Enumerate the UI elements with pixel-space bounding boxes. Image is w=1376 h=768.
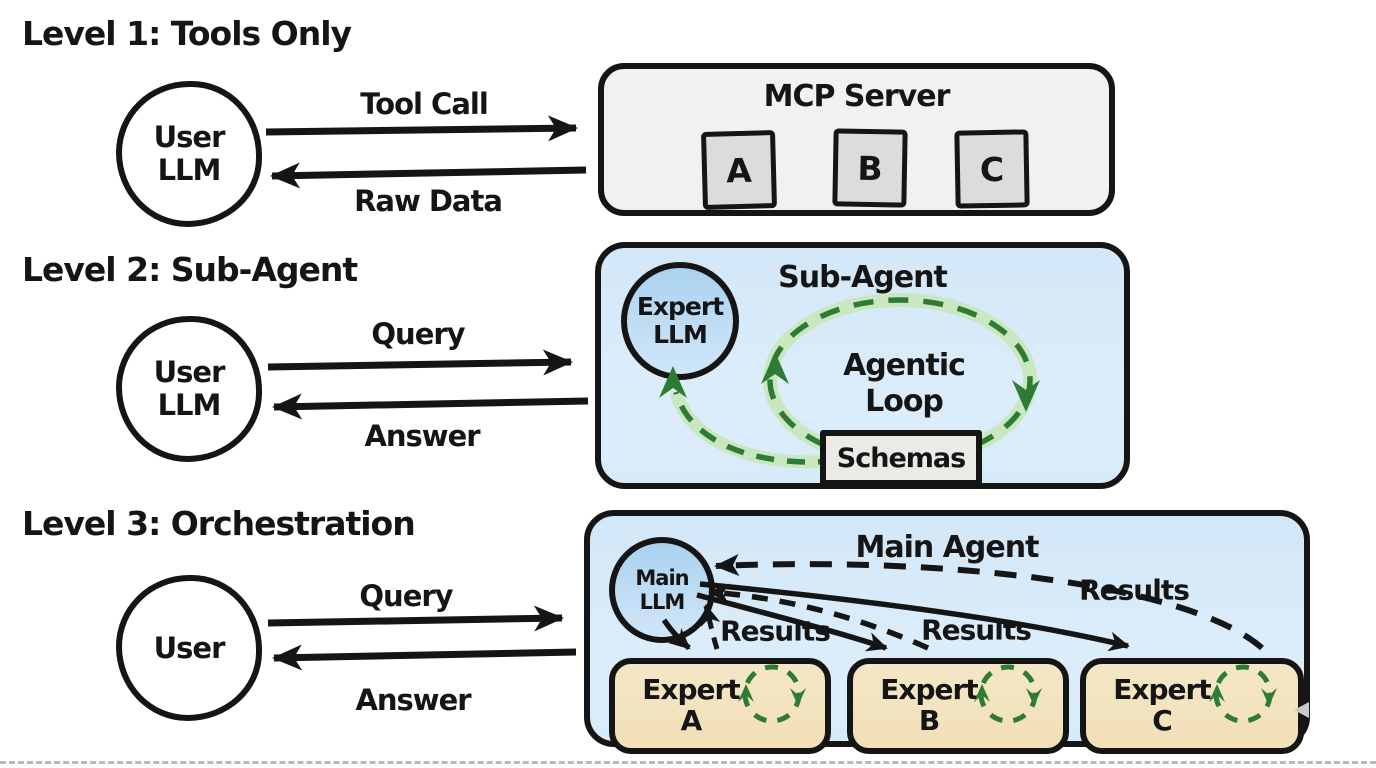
expert-a-line1: Expert bbox=[642, 673, 740, 706]
level2-query-label: Query bbox=[371, 317, 465, 351]
expert-llm-line1: Expert bbox=[636, 292, 724, 321]
bottom-divider-line bbox=[0, 761, 1376, 764]
level1-actor-line2: LLM bbox=[157, 153, 222, 187]
results-label-b: Results bbox=[921, 613, 1032, 647]
schemas-label: Schemas bbox=[836, 442, 966, 474]
level1-user-llm-circle: User LLM bbox=[116, 81, 262, 227]
main-llm-line2: LLM bbox=[639, 590, 686, 614]
level2-title: Level 2: Sub-Agent bbox=[22, 250, 358, 289]
results-label-a: Results bbox=[720, 614, 831, 648]
level3-user-circle: User bbox=[116, 575, 262, 721]
expert-c-line1: Expert bbox=[1113, 673, 1211, 706]
schemas-box: Schemas bbox=[820, 430, 982, 486]
expert-b-line2: B bbox=[918, 704, 940, 737]
gray-cursor-artifact bbox=[1294, 702, 1309, 718]
level1-actor-line1: User bbox=[153, 120, 226, 154]
level1-title: Level 1: Tools Only bbox=[22, 14, 352, 53]
level2-actor-line1: User bbox=[153, 355, 226, 389]
mcp-server-box: MCP Server A B C bbox=[598, 63, 1115, 216]
level2-actor-line2: LLM bbox=[157, 388, 222, 422]
expert-b-line1: Expert bbox=[880, 673, 978, 706]
sub-agent-title: Sub-Agent bbox=[778, 260, 948, 295]
level3-answer-label: Answer bbox=[355, 683, 471, 717]
main-llm-line1: Main bbox=[635, 566, 689, 590]
mcp-server-title: MCP Server bbox=[763, 79, 951, 114]
expert-a-line2: A bbox=[680, 704, 703, 737]
expert-c-line2: C bbox=[1152, 704, 1173, 737]
raw-data-label: Raw Data bbox=[354, 184, 503, 218]
level2-answer-label: Answer bbox=[364, 419, 480, 453]
main-agent-title: Main Agent bbox=[855, 530, 1040, 565]
level3-actor-line1: User bbox=[153, 630, 226, 665]
level2-user-llm-circle: User LLM bbox=[116, 316, 262, 462]
results-label-c: Results bbox=[1079, 573, 1190, 607]
level3-title: Level 3: Orchestration bbox=[22, 504, 416, 543]
tool-call-label: Tool Call bbox=[360, 87, 489, 121]
level3-query-label: Query bbox=[359, 579, 453, 613]
expert-llm-line2: LLM bbox=[653, 320, 708, 349]
